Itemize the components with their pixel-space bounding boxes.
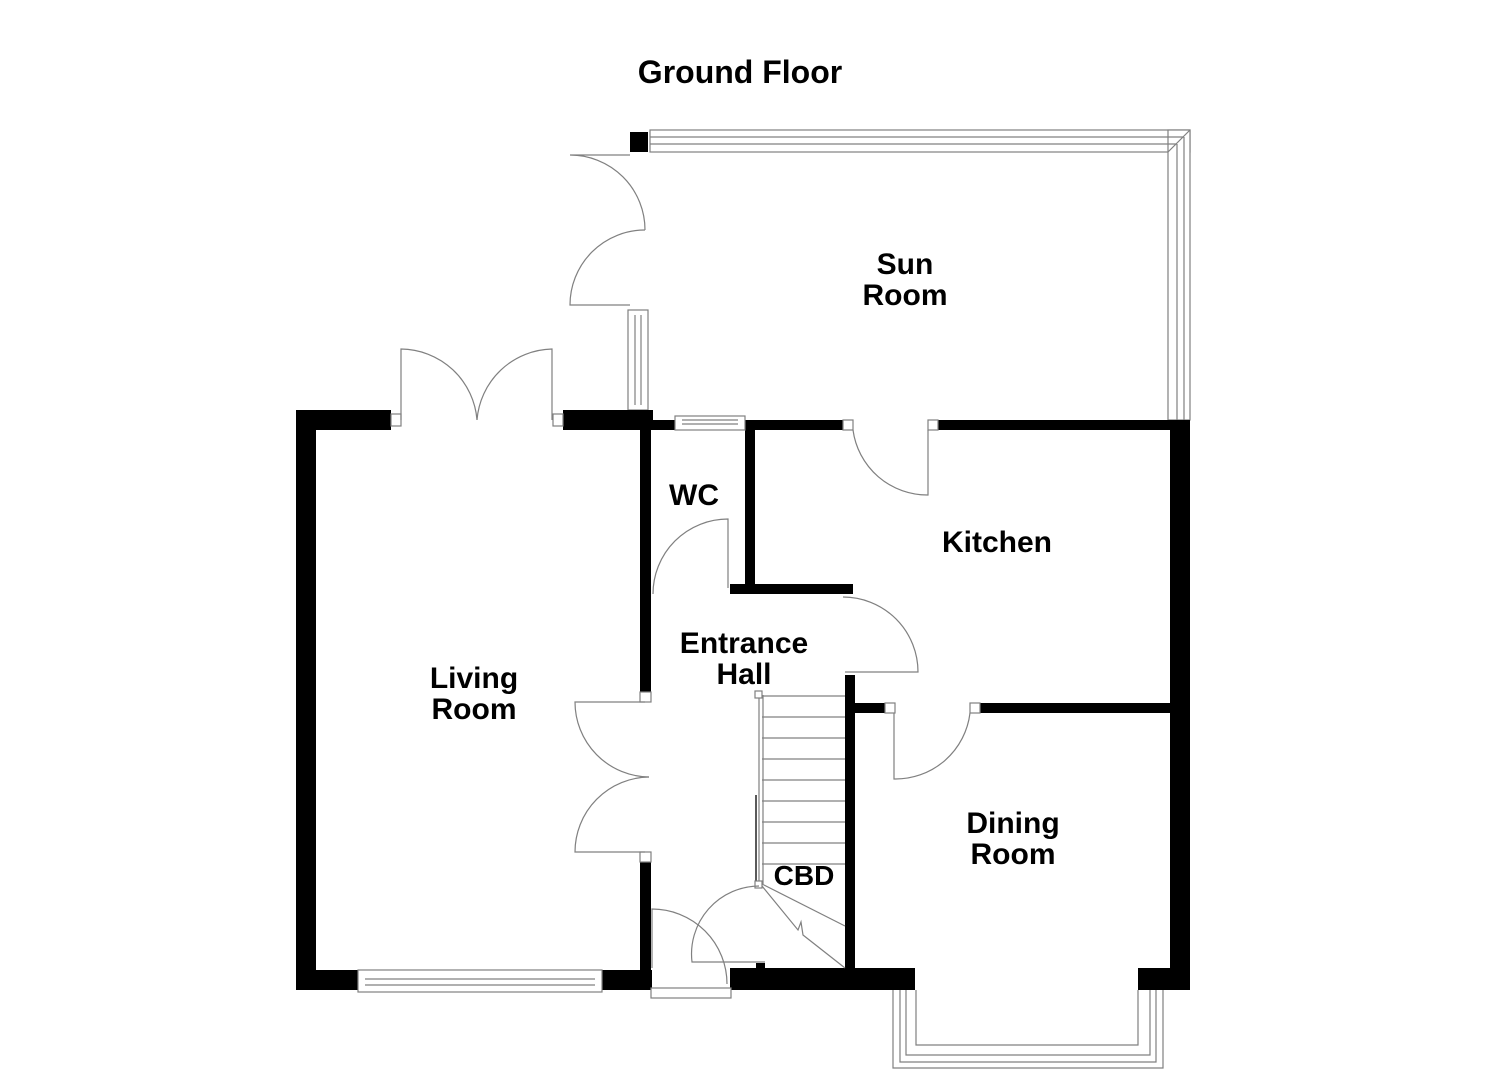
- staircase: [754, 690, 846, 969]
- room-label-line: Room: [970, 838, 1056, 871]
- room-label-line: CBD: [773, 860, 835, 891]
- sun-room-french-doors: [569, 154, 646, 306]
- room-label-line: Sun: [876, 248, 934, 281]
- front-door: [650, 885, 765, 999]
- kitchen-hall-door: [842, 596, 919, 673]
- kitchen-sunroom-door: [852, 429, 929, 496]
- floor-title: Ground Floor: [637, 54, 843, 90]
- wc-door: [652, 518, 729, 595]
- living-room-french-doors: [400, 348, 553, 421]
- wc-window: [674, 415, 746, 431]
- room-label-wc: WC: [669, 480, 719, 511]
- room-label-line: Hall: [716, 658, 772, 691]
- dining-door: [893, 712, 971, 780]
- room-label-line: Room: [431, 693, 517, 726]
- walls: [296, 410, 1190, 990]
- room-label-line: Entrance: [679, 627, 809, 660]
- sun-room-glazing: [627, 129, 1191, 421]
- room-label-line: Living: [429, 662, 519, 695]
- room-label-entrance-hall: Entrance Hall: [680, 628, 808, 690]
- living-hall-double-doors: [574, 701, 650, 853]
- room-label-line: Kitchen: [941, 526, 1053, 559]
- room-label-cbd: CBD: [774, 860, 835, 891]
- room-label-dining-room: Dining Room: [966, 808, 1059, 870]
- room-label-kitchen: Kitchen: [942, 527, 1052, 558]
- room-label-line: Dining: [966, 807, 1060, 840]
- dining-bay-window: [892, 990, 1164, 1069]
- room-label-line: Room: [862, 279, 948, 312]
- room-label-sun-room: Sun Room: [863, 249, 948, 311]
- living-room-window: [357, 969, 603, 993]
- door-jambs: [390, 413, 981, 863]
- room-label-living-room: Living Room: [430, 663, 518, 725]
- room-label-line: WC: [669, 479, 719, 512]
